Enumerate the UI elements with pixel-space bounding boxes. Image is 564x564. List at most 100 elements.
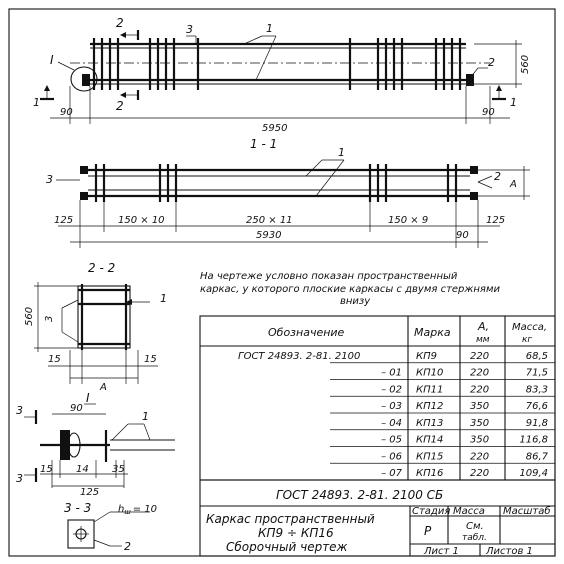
table-cell-mark: КП15 [416, 451, 443, 462]
left-end-plate [82, 74, 90, 86]
th-designation: Обозначение [268, 326, 345, 339]
s11-dim-150x9: 150 × 9 [388, 215, 428, 226]
section-2-label-top: 2 [116, 16, 124, 30]
s33-callout-2: 2 [124, 540, 131, 553]
dim-right-90: 90 [482, 107, 495, 118]
s11-dim-125-right: 125 [486, 215, 505, 226]
tb-stage-value: Р [424, 524, 432, 538]
table-cell-a: 350 [470, 435, 489, 446]
transverse-bars-right [348, 38, 462, 90]
s33-plate [67, 519, 95, 549]
detail-I-mark: I [50, 53, 54, 67]
tb-doc-code: ГОСТ 24893. 2-81. 2100 СБ [276, 488, 443, 502]
s22-dim-A: A [99, 382, 107, 393]
s11-transverse-bars [94, 164, 458, 202]
tb-name-line1: Каркас пространственный [206, 512, 375, 526]
detail-cut-3-bottom: 3 [16, 472, 23, 485]
tb-name-line3: Сборочный чертеж [226, 540, 348, 554]
th-mark: Марка [414, 326, 451, 339]
detail-cut-3-top: 3 [16, 404, 23, 417]
table-cell-mark: КП9 [416, 351, 437, 362]
tb-mass-value-1: См. [466, 521, 484, 532]
detail-dim-35: 35 [112, 464, 125, 475]
s11-dim-5930: 5930 [256, 230, 281, 241]
table-cell-a: 220 [470, 351, 489, 362]
detail-I-circle [70, 66, 98, 92]
tb-name-line2: КП9 ÷ КП16 [258, 526, 334, 540]
detail-I-view: I 3 3 90 1 15 14 35 125 [16, 391, 175, 498]
table-cell-mark: КП12 [416, 401, 443, 412]
detail-dim-15: 15 [40, 464, 53, 475]
callout-2: 2 [488, 56, 495, 69]
s11-right-plate-bottom [470, 192, 478, 200]
s11-callout-2: 2 [494, 170, 501, 183]
s11-dim-150x10: 150 × 10 [118, 215, 165, 226]
table-cell-a: 220 [470, 451, 489, 462]
callout-3: 3 [186, 23, 193, 36]
table-cell-a: 350 [470, 418, 489, 429]
section-1-1-view: 1 - 1 3 1 2 [46, 137, 530, 248]
section-1-label-right: 1 [510, 96, 517, 109]
section-1-1-title: 1 - 1 [250, 137, 277, 151]
section-2-2-title: 2 - 2 [88, 261, 115, 275]
plan-view: I 2 2 1 1 3 1 2 560 [33, 16, 531, 134]
table-cell-mark: КП13 [416, 418, 443, 429]
s11-dim-250x11: 250 × 11 [246, 215, 293, 226]
s11-dim-125-left: 125 [54, 215, 73, 226]
table-cell-mark: КП16 [416, 468, 443, 479]
tb-sheets-label: Листов 1 [485, 546, 533, 557]
table-cell-designation: – 06 [381, 451, 402, 462]
table-cell-mass: 76,6 [526, 401, 548, 412]
detail-dim-125: 125 [80, 487, 99, 498]
th-mass: Масса, [512, 322, 547, 333]
drawing-note: На чертеже условно показан пространствен… [200, 271, 500, 307]
tb-mass-label: Масса [453, 506, 485, 517]
note-line-2: каркас, у которого плоские каркасы с дву… [200, 284, 500, 295]
table-cell-a: 220 [470, 468, 489, 479]
s33-weld-label: hш= 10 [118, 504, 157, 516]
detail-I-title: I [86, 391, 90, 405]
tb-sheet-label: Лист 1 [423, 546, 459, 557]
th-a: А, [477, 320, 489, 333]
s22-callout-3: 3 [44, 316, 55, 322]
table-cell-mass: 116,8 [519, 435, 548, 446]
table-cell-a: 220 [470, 368, 489, 379]
s11-callout-1: 1 [338, 146, 345, 159]
note-line-1: На чертеже условно показан пространствен… [200, 271, 458, 282]
table-cell-a: 350 [470, 401, 489, 412]
section-3-3-title: 3 - 3 [64, 501, 91, 515]
table-cell-mark: КП11 [416, 384, 443, 395]
table-cell-mass: 109,4 [519, 468, 548, 479]
table-cell-mass: 83,3 [526, 384, 548, 395]
section-2-label-bottom: 2 [116, 99, 124, 113]
s11-callout-3: 3 [46, 173, 53, 186]
s22-dim-15-left: 15 [48, 354, 61, 365]
section-1-label-left: 1 [33, 96, 40, 109]
transverse-bars-left [92, 38, 200, 90]
table-cell-mark: КП10 [416, 368, 443, 379]
table-cell-mass: 86,7 [526, 451, 549, 462]
s22-callout-1: 1 [160, 292, 167, 305]
table-cell-designation: – 07 [381, 468, 403, 479]
tb-stage-label: Стадия [412, 506, 450, 517]
table-cell-designation: – 03 [381, 401, 402, 412]
table-cell-designation: – 04 [381, 418, 402, 429]
s11-dim-90: 90 [456, 230, 469, 241]
detail-callout-1: 1 [142, 410, 149, 423]
s11-left-plate-bottom [80, 192, 88, 200]
tb-scale-label: Масштаб [503, 505, 551, 517]
detail-dim-14: 14 [76, 464, 89, 475]
section-3-3-view: 3 - 3 hш= 10 2 [64, 501, 157, 553]
table-cell-designation: – 05 [381, 435, 402, 446]
table-cell-mass: 68,5 [526, 351, 548, 362]
dim-length-5950: 5950 [262, 123, 287, 134]
note-line-3: внизу [340, 296, 371, 307]
table-cell-designation: – 01 [381, 368, 402, 379]
table-cell-mark: КП14 [416, 435, 443, 446]
th-mass-unit: кг [522, 335, 532, 345]
tb-mass-value-2: табл. [462, 533, 487, 543]
table-cell-mass: 71,5 [526, 368, 548, 379]
s22-frame [77, 285, 131, 349]
